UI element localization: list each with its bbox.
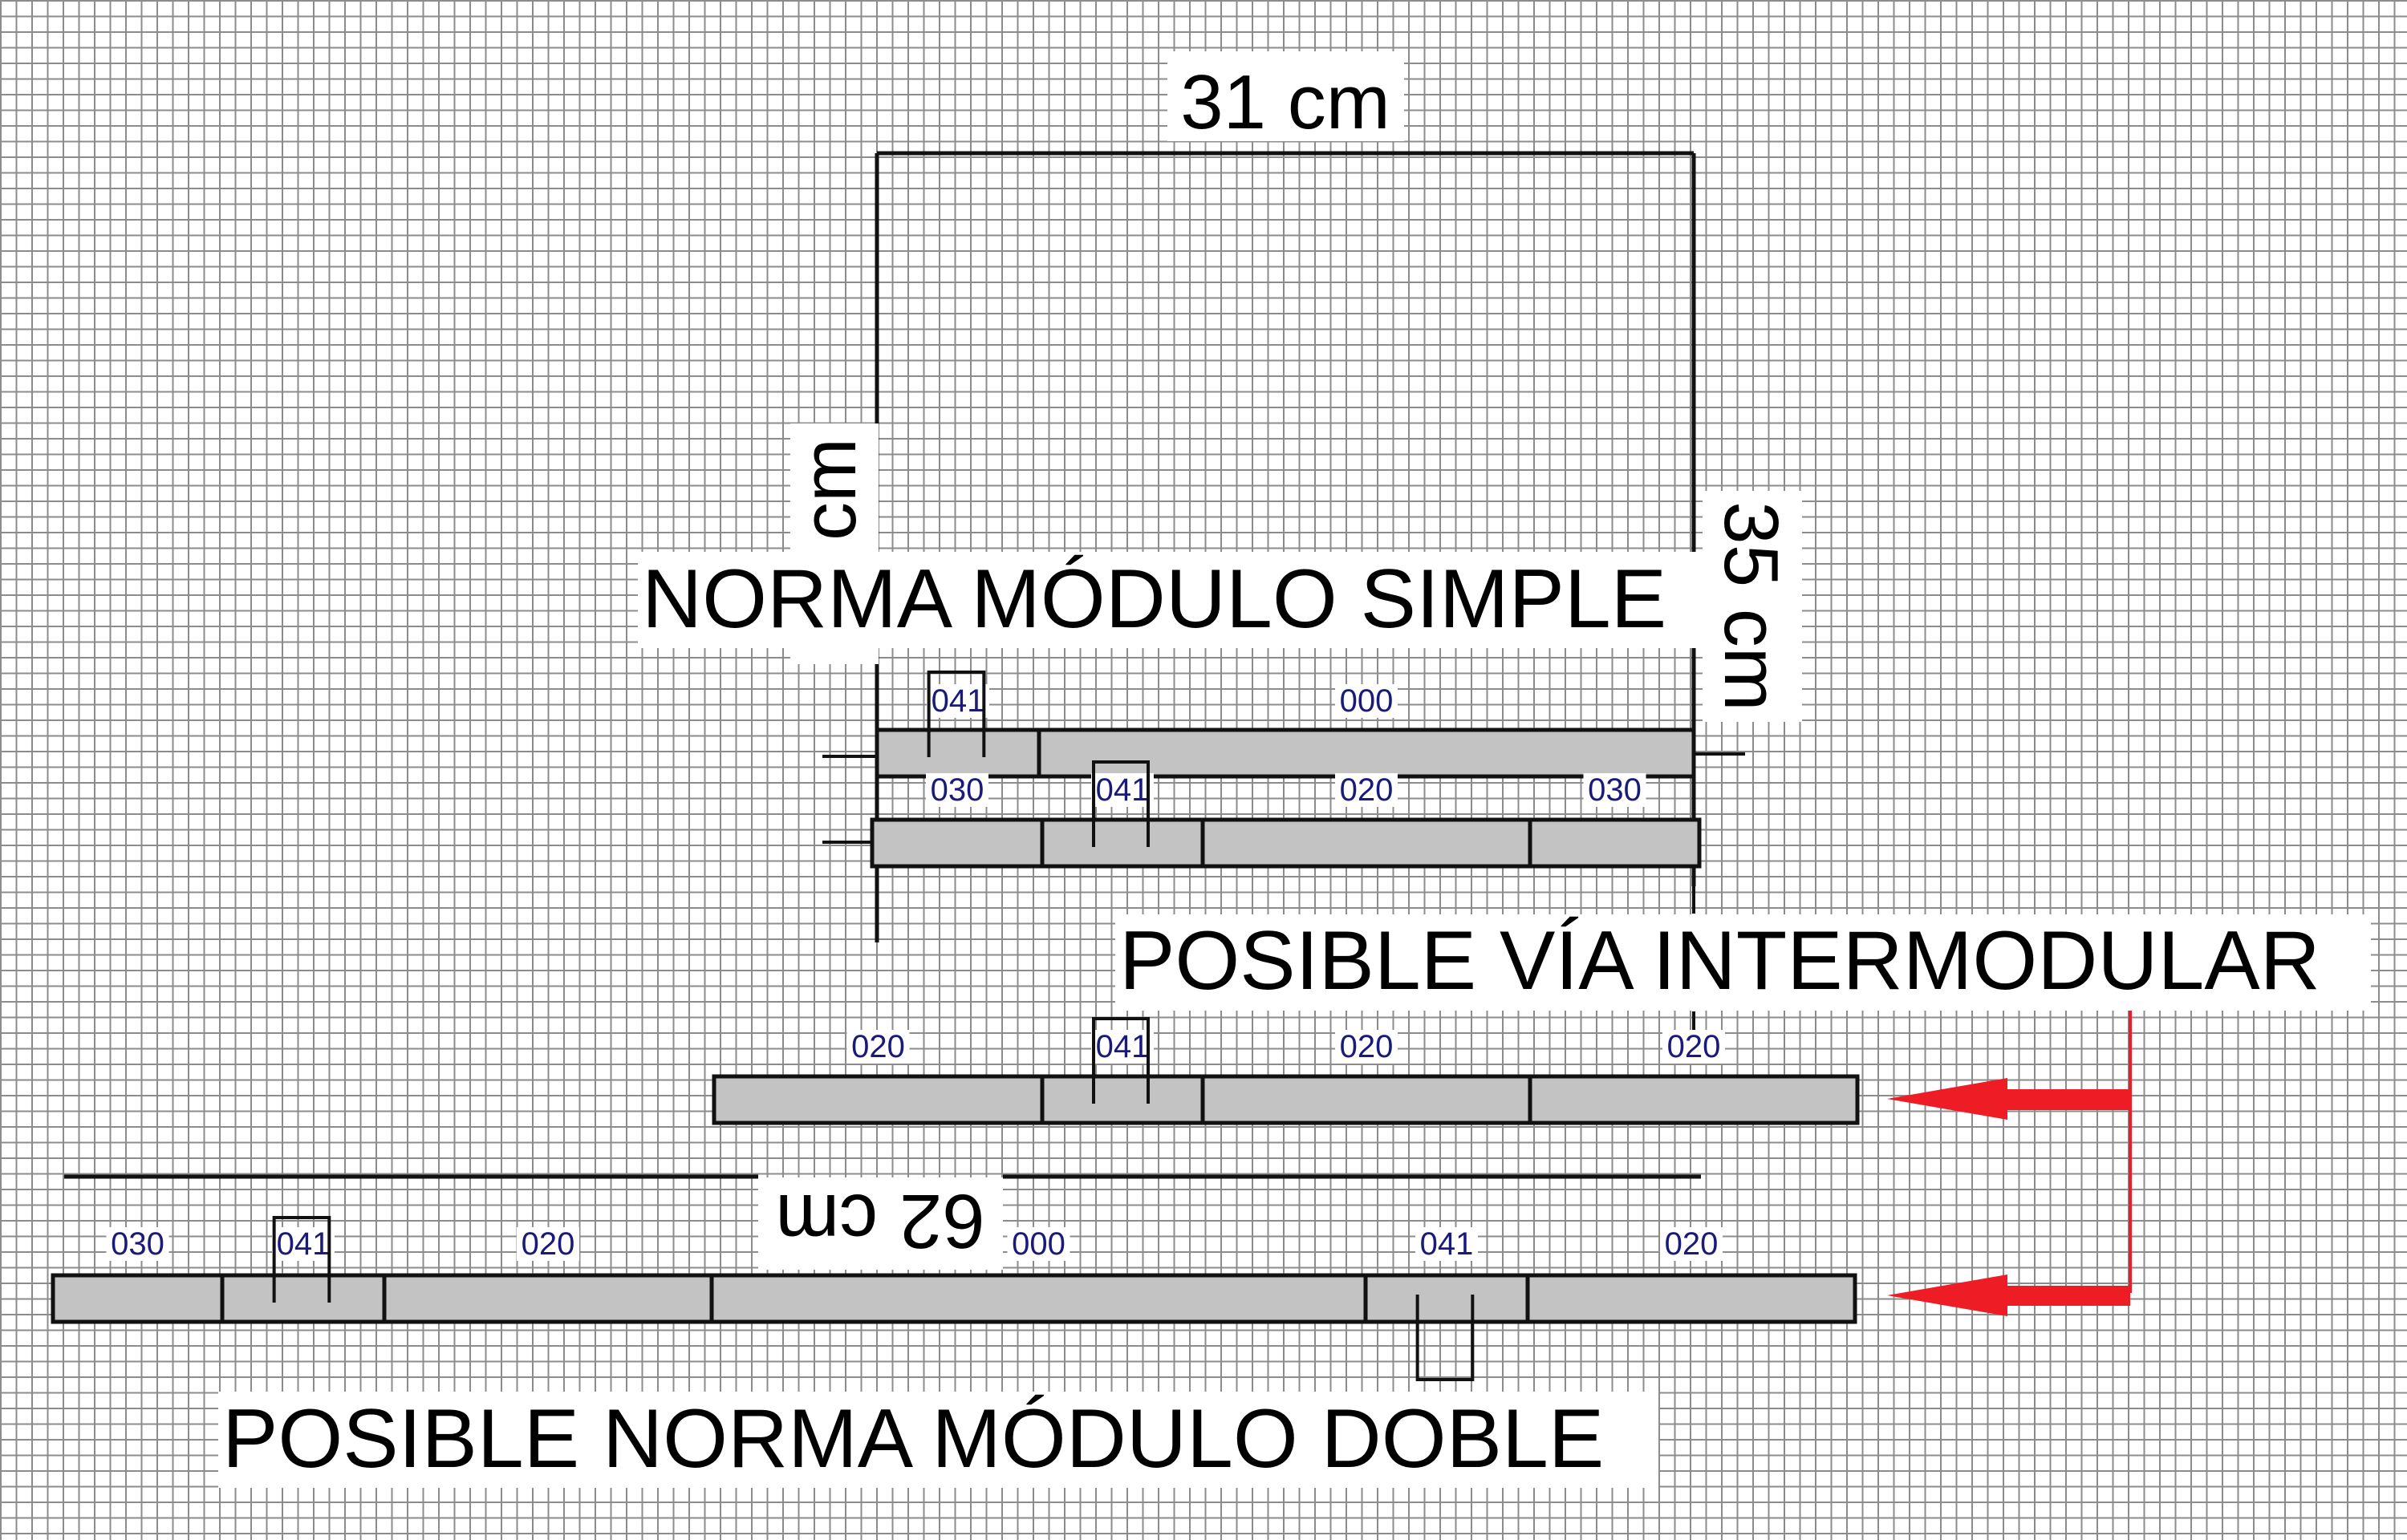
track-segment-000	[709, 1273, 1368, 1324]
segment-code-bg	[1007, 1227, 1070, 1261]
track-segment-020	[1200, 817, 1532, 869]
segment-code-bg	[1335, 1030, 1398, 1064]
track-segment-041	[1363, 1273, 1530, 1324]
width-simple-bg	[1167, 51, 1404, 141]
feeder-connector-icon	[1092, 760, 1150, 847]
segment-code-label: 020	[1667, 1029, 1721, 1064]
height-right-bg	[1703, 491, 1802, 722]
feeder-connector-icon	[1092, 1017, 1150, 1104]
track-rows: 041 000 030 041 020 030 020 041 020 020 030 041 020 0…	[51, 671, 1860, 1381]
track-segment-020	[382, 1273, 714, 1324]
segment-code-bg	[272, 1227, 335, 1261]
segment-code-bg	[926, 773, 988, 807]
dimension-labels: 31 cm 35 cm cm 62 cm	[758, 51, 1802, 1270]
segment-code-label: 020	[522, 1226, 575, 1262]
segment-code-label: 041	[1096, 1029, 1150, 1064]
title-simple-bg	[638, 552, 1709, 648]
segment-code-label: 000	[1340, 683, 1394, 719]
feeder-connector-icon	[272, 1216, 331, 1303]
segment-code-label: 041	[932, 683, 985, 719]
track-segment-020	[712, 1074, 1045, 1125]
height-right-label: 35 cm	[1708, 501, 1794, 711]
segment-code-bg	[927, 684, 989, 718]
segment-code-label: 020	[1340, 772, 1394, 808]
segment-code-bg	[517, 1227, 579, 1261]
module-frame	[822, 151, 1745, 1035]
width-simple-label: 31 cm	[1180, 59, 1390, 145]
feeder-connector-icon	[927, 671, 986, 757]
title-doble-bg	[218, 1392, 1658, 1488]
segment-code-label: 041	[1420, 1226, 1474, 1262]
title-doble: POSIBLE NORMA MÓDULO DOBLE	[222, 1392, 1604, 1485]
segment-code-bg	[846, 1030, 910, 1064]
title-intermodular-bg	[1115, 914, 2371, 1011]
track-segment-030	[870, 817, 1045, 869]
title-intermodular: POSIBLE VÍA INTERMODULAR	[1119, 914, 2320, 1007]
segment-code-label: 020	[1665, 1226, 1719, 1262]
segment-code-bg	[1583, 773, 1646, 807]
track-segment-020	[1528, 1074, 1860, 1125]
arrow-to-intermodular	[1887, 1078, 2130, 1120]
segment-code-label: 041	[277, 1226, 331, 1262]
track-segment-000	[1037, 727, 1696, 779]
track-segment-041	[220, 1273, 387, 1324]
segment-code-label: 041	[1096, 772, 1150, 808]
segment-code-bg	[1662, 1030, 1725, 1064]
track-segment-020	[1200, 1074, 1532, 1125]
segment-code-bg	[1335, 773, 1398, 807]
title-simple: NORMA MÓDULO SIMPLE	[642, 553, 1666, 646]
section-titles: NORMA MÓDULO SIMPLE POSIBLE VÍA INTERMOD…	[218, 552, 2371, 1488]
height-left-label: cm	[786, 438, 872, 541]
segment-code-label: 000	[1012, 1226, 1065, 1262]
segment-code-label: 020	[1340, 1029, 1394, 1064]
segment-code-bg	[1660, 1227, 1723, 1261]
track-segment-041	[875, 727, 1041, 779]
track-segment-041	[1040, 1074, 1205, 1125]
segment-code-bg	[1091, 1030, 1154, 1064]
segment-code-bg	[1415, 1227, 1478, 1261]
red-arrows	[1887, 995, 2132, 1316]
track-segment-020	[1525, 1273, 1857, 1324]
width-doble-bg	[758, 1177, 1003, 1270]
segment-code-bg	[106, 1227, 169, 1261]
segment-code-bg	[1335, 684, 1398, 718]
segment-code-label: 020	[851, 1029, 905, 1064]
arrow-to-doble	[1887, 1275, 2130, 1316]
feeder-connector-icon	[1415, 1295, 1475, 1381]
segment-code-label: 030	[931, 772, 984, 808]
segment-code-label: 030	[1588, 772, 1642, 808]
segment-code-label: 030	[111, 1226, 164, 1262]
segment-code-bg	[1091, 773, 1154, 807]
track-segment-041	[1040, 817, 1205, 869]
width-doble-label: 62 cm	[775, 1178, 984, 1264]
track-segment-030	[51, 1273, 225, 1324]
track-segment-030	[1528, 817, 1702, 869]
